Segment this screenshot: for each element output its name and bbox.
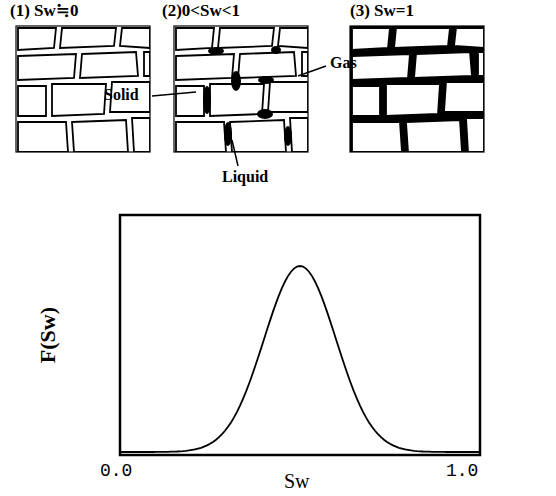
liquid-blob — [258, 76, 274, 84]
pore-group — [174, 26, 308, 152]
solid-grain — [352, 122, 402, 152]
partial-pore-panel — [174, 26, 308, 152]
solid-grain — [176, 28, 214, 50]
panel-title: (2)0<Sw<1 — [162, 2, 240, 21]
solid-grain — [18, 86, 46, 116]
liquid-blob — [224, 122, 232, 146]
tick-label: 0.0 — [100, 462, 132, 482]
solid-grain — [414, 52, 472, 78]
solid-grain — [18, 28, 56, 50]
solid-grain — [466, 118, 484, 152]
panel-title: (1) Sw≒0 — [10, 2, 79, 21]
solid-grain — [120, 28, 150, 48]
dry-pore-panel — [16, 26, 150, 152]
axis-label: F(Sw) — [36, 307, 60, 363]
solid-grain — [80, 52, 138, 78]
panel-border — [16, 26, 150, 152]
liquid-blob — [231, 71, 241, 91]
solid-grain — [352, 54, 410, 80]
solid-grain — [444, 82, 484, 112]
solid-grain — [454, 28, 484, 48]
part-label: Liquid — [222, 168, 268, 186]
liquid-blob — [203, 86, 211, 114]
chart-frame — [120, 215, 480, 455]
pore-group — [350, 26, 484, 152]
solid-grain — [478, 52, 484, 76]
solid-grain — [238, 52, 296, 78]
saturated-pore-panel — [350, 26, 484, 152]
liquid-blob — [257, 109, 273, 119]
solid-grain — [386, 84, 440, 116]
solid-grain — [52, 84, 106, 116]
solid-grain — [72, 120, 128, 152]
solid-grain — [144, 52, 150, 76]
axis-label: Sw — [284, 470, 310, 492]
tick-label: 1.0 — [446, 462, 478, 482]
solid-grain — [394, 28, 450, 48]
pore-group — [16, 26, 150, 152]
pore-space — [350, 26, 484, 152]
part-label: Solid — [104, 86, 139, 104]
panel-border — [350, 26, 484, 152]
solid-grain — [176, 122, 226, 152]
solid-grain — [218, 28, 274, 48]
solid-grain — [268, 82, 308, 112]
solid-grain — [352, 28, 390, 50]
solid-grain — [18, 122, 68, 152]
liquid-blob — [208, 47, 224, 55]
panel-title: (3) Sw=1 — [350, 2, 414, 21]
pore-space — [174, 26, 308, 152]
solid-grain — [352, 86, 380, 116]
solid-grain — [132, 118, 150, 152]
solid-grain — [18, 54, 76, 80]
liquid-blob — [271, 46, 281, 54]
solid-grain — [278, 28, 308, 48]
solid-grain — [290, 118, 308, 152]
panel-border — [174, 26, 308, 152]
solid-grain — [176, 54, 234, 80]
liquid-blob — [284, 126, 292, 146]
solid-grain — [176, 86, 204, 116]
leader-line — [298, 66, 326, 76]
pore-space — [16, 26, 150, 152]
bell-curve — [120, 266, 480, 452]
solid-grain — [60, 28, 116, 48]
solid-grain — [406, 120, 462, 152]
part-label: Gas — [330, 54, 357, 72]
solid-grain — [230, 120, 286, 152]
leader-line — [152, 92, 196, 96]
leader-line — [232, 140, 238, 166]
